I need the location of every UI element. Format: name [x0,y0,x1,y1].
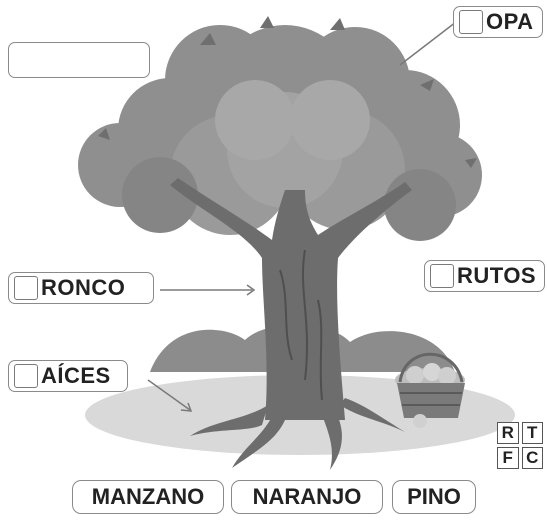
label-copa-text: OPA [486,9,534,35]
option-manzano[interactable]: MANZANO [72,480,224,514]
rtfc-c: C [522,447,544,469]
rtfc-f: F [497,447,519,469]
label-tronco-checkbox[interactable] [14,276,38,300]
label-empty[interactable] [8,42,150,78]
label-tronco-text: RONCO [41,275,125,301]
rtfc-t: T [522,422,544,444]
label-raices-text: AÍCES [41,363,111,389]
option-pino[interactable]: PINO [392,480,476,514]
label-copa-checkbox[interactable] [459,10,483,34]
label-copa[interactable]: OPA [453,6,543,38]
rtfc-r: R [497,422,519,444]
label-raices-checkbox[interactable] [14,364,38,388]
label-raices[interactable]: AÍCES [8,360,128,392]
option-naranjo[interactable]: NARANJO [231,480,383,514]
label-frutos-checkbox[interactable] [430,264,454,288]
label-frutos-text: RUTOS [457,263,536,289]
rtfc-grid: R T F C [497,422,543,466]
fruit-basket-icon [395,354,465,428]
label-tronco[interactable]: RONCO [8,272,154,304]
label-frutos[interactable]: RUTOS [424,260,545,292]
